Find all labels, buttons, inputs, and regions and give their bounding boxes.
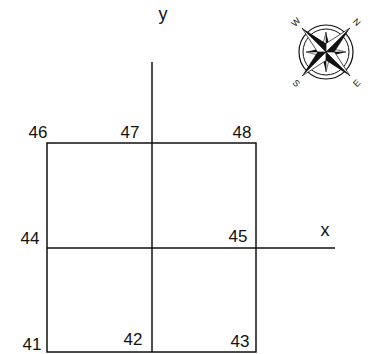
point-number: 42	[124, 331, 143, 348]
axis-name: x	[321, 221, 330, 239]
axis-name: y	[159, 5, 168, 23]
point-number: 46	[29, 124, 48, 141]
point-number: 48	[233, 124, 252, 141]
compass-letter: W	[290, 16, 302, 28]
y-axis	[151, 62, 153, 352]
x-axis	[47, 247, 335, 249]
compass-letter: S	[291, 78, 302, 89]
compass-letter: E	[352, 78, 363, 89]
point-number: 45	[229, 228, 248, 245]
compass-rose	[278, 4, 371, 100]
point-number: 44	[21, 230, 40, 247]
compass-letter: N	[351, 17, 362, 28]
point-number: 47	[121, 124, 140, 141]
point-number: 41	[23, 336, 42, 353]
point-number: 43	[231, 333, 250, 350]
